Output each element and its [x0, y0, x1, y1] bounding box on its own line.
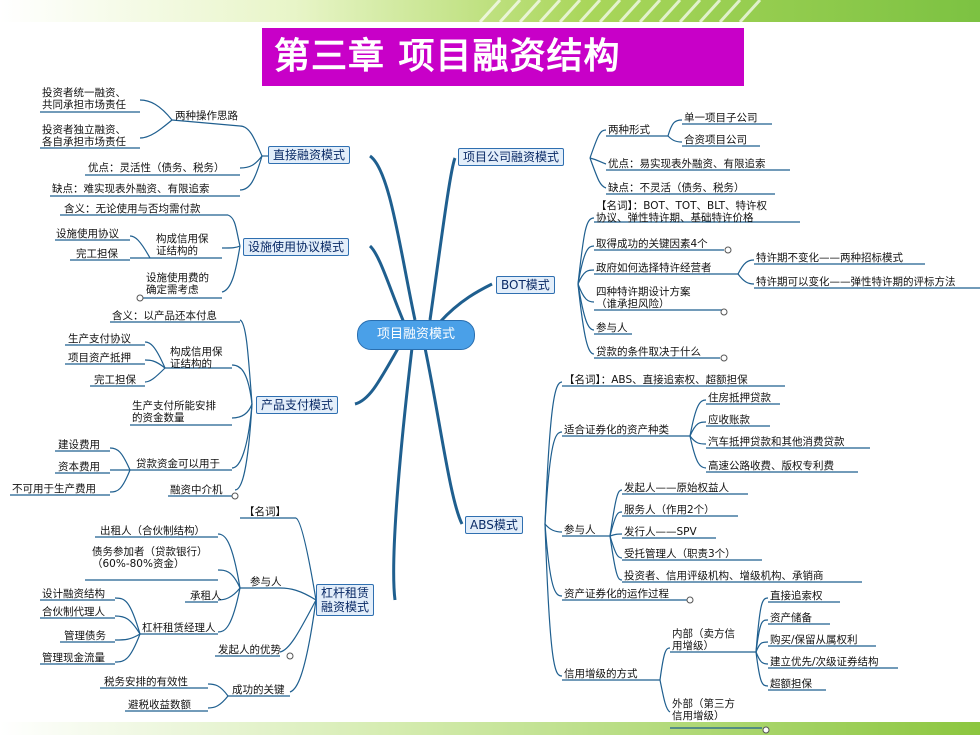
node-product-mid: 融资中介机 — [170, 484, 223, 496]
node-product-c2: 项目资产抵押 — [68, 352, 131, 364]
node-bot-g1: 特许期不变化——两种招标模式 — [756, 252, 903, 264]
node-abs-p1: 发起人——原始权益人 — [624, 482, 729, 494]
node-lease-term: 【名词】 — [244, 506, 286, 518]
node-lease-adv: 发起人的优势 — [218, 644, 281, 656]
bottom-decor-bar — [0, 722, 980, 735]
node-facility-c2: 完工担保 — [76, 248, 118, 260]
node-abs-p3: 发行人——SPV — [624, 526, 697, 538]
node-company-f2: 合资项目公司 — [684, 134, 747, 146]
node-bot-gov: 政府如何选择特许经营者 — [596, 262, 712, 274]
node-product-c1: 生产支付协议 — [68, 333, 131, 345]
node-bot-keys: 取得成功的关键因素4个 — [596, 238, 708, 250]
node-company-forms: 两种形式 — [608, 124, 650, 136]
node-product-l3: 不可用于生产费用 — [12, 483, 96, 495]
node-abs-i5: 超额担保 — [770, 678, 812, 690]
node-lease-k2: 避税收益数额 — [128, 699, 191, 711]
node-product-c3: 完工担保 — [94, 374, 136, 386]
node-company-con: 缺点：不灵活（债务、税务） — [608, 182, 745, 194]
node-lease-p3: 承租人 — [190, 590, 222, 602]
node-abs-p5: 投资者、信用评级机构、增级机构、承销商 — [624, 570, 824, 582]
node-abs-term: 【名词】：ABS、直接追索权、超额担保 — [564, 374, 748, 386]
node-abs-process: 资产证券化的运作过程 — [564, 588, 669, 600]
node-abs-i1: 直接追索权 — [770, 590, 823, 602]
node-facility-c1: 设施使用协议 — [56, 228, 119, 240]
node-lease-p4: 杠杆租赁经理人 — [142, 622, 216, 634]
node-bot-loan: 贷款的条件取决于什么 — [596, 346, 701, 358]
node-lease-m2: 合伙制代理人 — [42, 606, 105, 618]
node-direct-ops2: 投资者独立融资、 各自承担市场责任 — [42, 124, 126, 148]
node-company-pro: 优点：易实现表外融资、有限追索 — [608, 158, 766, 170]
node-bot-g2: 特许期可以变化——弹性特许期的评标方法 — [756, 276, 956, 288]
node-abs-credit: 信用增级的方式 — [564, 668, 638, 680]
node-abs-party: 参与人 — [564, 524, 596, 536]
node-lease-k1: 税务安排的有效性 — [104, 676, 188, 688]
node-direct-ops: 两种操作思路 — [175, 110, 238, 122]
node-abs-a3: 汽车抵押贷款和其他消费贷款 — [708, 436, 845, 448]
node-direct-con: 缺点：难实现表外融资、有限追索 — [52, 183, 210, 195]
node-abs: ABS模式 — [465, 516, 523, 534]
node-lease-p2: 债务参加者（贷款银行） （60%-80%资金） — [92, 546, 208, 570]
node-abs-i4: 建立优先/次级证券结构 — [770, 656, 879, 668]
node-bot: BOT模式 — [496, 276, 555, 294]
node-abs-i3: 购买/保留从属权利 — [770, 634, 858, 646]
node-product: 产品支付模式 — [256, 396, 339, 414]
node-lease-m3: 管理债务 — [64, 630, 106, 642]
node-abs-a1: 住房抵押贷款 — [708, 392, 771, 404]
node-lease-party: 参与人 — [250, 576, 282, 588]
node-direct: 直接融资模式 — [268, 146, 351, 164]
node-product-meaning: 含义：以产品还本付息 — [112, 310, 217, 322]
node-abs-inner: 内部（卖方信 用增级） — [672, 628, 735, 652]
node-direct-ops1: 投资者统一融资、 共同承担市场责任 — [42, 87, 126, 111]
node-abs-assets: 适合证券化的资产种类 — [564, 424, 669, 436]
node-facility-meaning: 含义：无论使用与否均需付款 — [64, 203, 201, 215]
node-lease-m4: 管理现金流量 — [42, 652, 105, 664]
node-abs-p4: 受托管理人（职责3个） — [624, 548, 736, 560]
node-lease: 杠杆租赁 融资模式 — [316, 584, 375, 616]
node-bot-plan: 四种特许期设计方案 （谁承担风险） — [596, 286, 691, 310]
node-direct-pro: 优点：灵活性（债务、税务） — [88, 162, 225, 174]
node-facility: 设施使用协议模式 — [243, 238, 350, 256]
node-company-f1: 单一项目子公司 — [684, 112, 758, 124]
node-abs-p2: 服务人（作用2个） — [624, 504, 715, 516]
node-abs-i2: 资产储备 — [770, 612, 812, 624]
node-lease-key: 成功的关键 — [232, 684, 285, 696]
node-facility-fee: 设施使用费的 确定需考虑 — [146, 272, 209, 296]
center-node: 项目融资模式 — [357, 320, 475, 350]
node-product-credit: 构成信用保 证结构的 — [170, 346, 223, 370]
node-lease-p1: 出租人（合伙制结构） — [100, 525, 205, 537]
node-product-cap: 生产支付所能安排 的资金数量 — [132, 400, 216, 424]
node-bot-term: 【名词】：BOT、TOT、BLT、特许权 协议、弹性特许期、基础特许价格 — [596, 200, 768, 224]
node-product-l1: 建设费用 — [58, 439, 100, 451]
node-abs-a2: 应收账款 — [708, 414, 750, 426]
node-product-l2: 资本费用 — [58, 461, 100, 473]
node-product-loan: 贷款资金可以用于 — [136, 458, 220, 470]
node-abs-outer: 外部（第三方 信用增级） — [672, 698, 735, 722]
node-bot-party: 参与人 — [596, 322, 628, 334]
node-abs-a4: 高速公路收费、版权专利费 — [708, 460, 834, 472]
slide-title: 第三章 项目融资结构 — [262, 28, 744, 86]
node-lease-m1: 设计融资结构 — [42, 588, 105, 600]
node-company: 项目公司融资模式 — [458, 148, 565, 166]
top-stripes-decor — [478, 0, 762, 22]
node-facility-credit: 构成信用保 证结构的 — [156, 233, 209, 257]
